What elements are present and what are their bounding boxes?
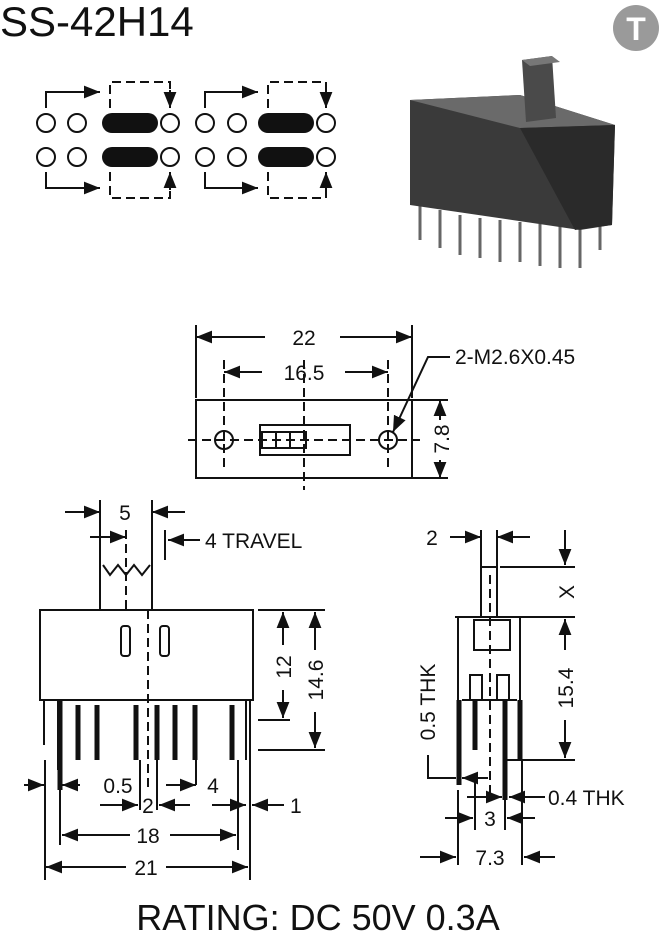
dim-body-height: 12 bbox=[273, 655, 296, 678]
dim-actuator-thk: 2 bbox=[426, 527, 438, 550]
dim-width: 22 bbox=[292, 327, 315, 350]
dim-pin-span: 18 bbox=[136, 825, 159, 848]
dim-row-pitch: 3 bbox=[484, 808, 496, 831]
dim-side-height: 15.4 bbox=[555, 667, 578, 708]
product-photo bbox=[410, 56, 615, 268]
svg-text:T: T bbox=[626, 11, 646, 47]
dim-depth: 7.3 bbox=[475, 847, 504, 870]
dim-pin-width: 0.5 bbox=[103, 775, 132, 798]
dim-hole-pitch: 16.5 bbox=[284, 362, 325, 385]
dim-actuator-height: X bbox=[556, 585, 579, 599]
travel-label: 4 TRAVEL bbox=[205, 530, 302, 553]
top-view: 22 16.5 7.8 2-M2.6X0.45 bbox=[188, 325, 575, 490]
dim-frame-thk: 0.5 THK bbox=[417, 664, 440, 741]
dim-height: 7.8 bbox=[431, 424, 454, 453]
dim-side-pin: 1 bbox=[290, 795, 302, 818]
circuit-schematic bbox=[36, 81, 336, 199]
dim-pin-thk: 0.4 THK bbox=[548, 787, 625, 810]
mount-note: 2-M2.6X0.45 bbox=[455, 346, 575, 369]
dim-total-height: 14.6 bbox=[305, 660, 328, 701]
dim-actuator-width: 5 bbox=[119, 502, 131, 525]
rating-label: RATING: DC 50V 0.3A bbox=[136, 897, 499, 938]
front-view: 5 4 TRAVEL 12 14.6 0.5 4 2 1 bbox=[24, 500, 328, 880]
dim-body-width: 21 bbox=[134, 857, 157, 880]
product-title: SS-42H14 bbox=[0, 0, 194, 45]
side-view: 2 X 15.4 0.5 THK 0.4 THK 3 7.3 bbox=[417, 527, 625, 870]
brand-logo: T bbox=[613, 5, 659, 51]
dim-group-gap: 4 bbox=[207, 775, 219, 798]
dim-pin-pitch: 2 bbox=[142, 795, 154, 818]
